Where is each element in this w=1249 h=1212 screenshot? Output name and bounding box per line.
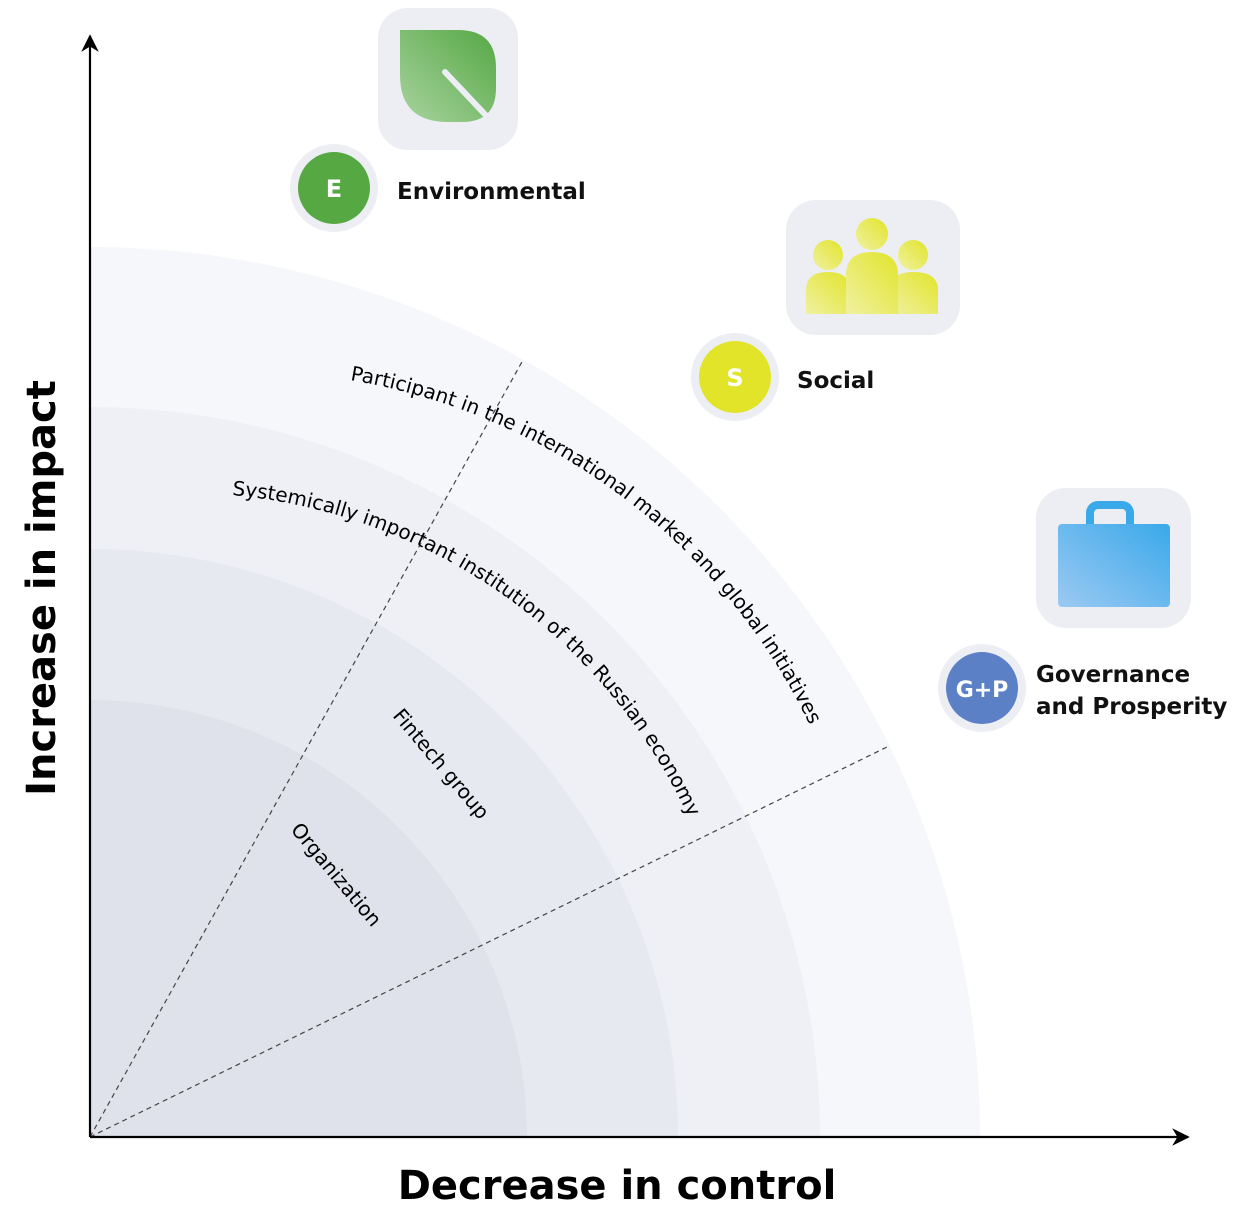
environmental-label: Environmental [397, 179, 586, 205]
dashed-guide-lower [89, 746, 888, 1138]
governance-badge: G+P [938, 644, 1026, 732]
leaf-icon [378, 8, 518, 150]
svg-text:E: E [326, 175, 342, 203]
briefcase-icon [1036, 488, 1191, 628]
svg-text:G+P: G+P [956, 678, 1009, 703]
governance-label-line-1: Governance [1036, 662, 1190, 688]
y-axis-title: Increase in impact [19, 380, 65, 796]
svg-text:S: S [726, 364, 743, 392]
social-label: Social [797, 368, 874, 394]
people-group-icon [786, 200, 960, 335]
environmental-badge: E [290, 144, 378, 232]
dashed-guide-upper [89, 359, 524, 1138]
x-axis-title: Decrease in control [398, 1163, 837, 1209]
governance-label-line-2: and Prosperity [1036, 694, 1227, 720]
social-badge: S [691, 333, 779, 421]
ring-organization [90, 700, 527, 1137]
